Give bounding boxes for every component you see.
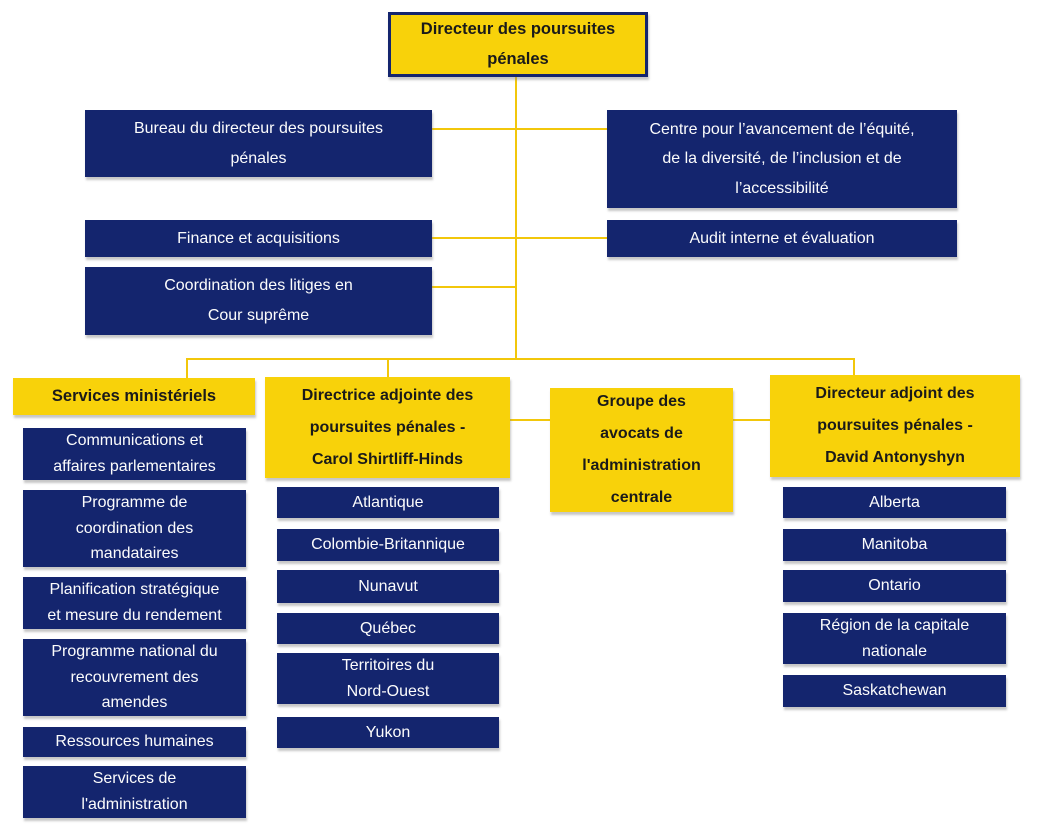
- org-node-yukon: Yukon: [277, 717, 499, 748]
- org-node-programme-national-amendes: Programme national du recouvrement des a…: [23, 639, 246, 716]
- connector-groupe-right-stub: [733, 419, 770, 421]
- connector-groupe-left-stub: [510, 419, 550, 421]
- connector-drop-directrice: [387, 358, 389, 377]
- org-node-bureau-directeur: Bureau du directeur des poursuites pénal…: [85, 110, 432, 177]
- connector-row1-horizontal: [432, 128, 607, 130]
- org-node-services-ministeriels: Services ministériels: [13, 378, 255, 415]
- connector-row3-horizontal: [432, 286, 516, 288]
- org-node-directeur-adjoint: Directeur adjoint des poursuites pénales…: [770, 375, 1020, 477]
- org-node-manitoba: Manitoba: [783, 529, 1006, 561]
- org-node-quebec: Québec: [277, 613, 499, 644]
- org-node-ressources-humaines: Ressources humaines: [23, 727, 246, 757]
- org-node-communications: Communications et affaires parlementaire…: [23, 428, 246, 480]
- connector-drop-services: [186, 358, 188, 378]
- org-node-groupe-avocats: Groupe des avocats de l'administration c…: [550, 388, 733, 512]
- org-node-services-administration: Services de l'administration: [23, 766, 246, 818]
- org-node-coordination-litiges: Coordination des litiges en Cour suprême: [85, 267, 432, 335]
- connector-branch-bus: [186, 358, 855, 360]
- org-node-territoires-nord-ouest: Territoires du Nord-Ouest: [277, 653, 499, 704]
- org-node-programme-coordination: Programme de coordination des mandataire…: [23, 490, 246, 567]
- org-node-planification-strategique: Planification stratégique et mesure du r…: [23, 577, 246, 629]
- org-node-colombie-britannique: Colombie-Britannique: [277, 529, 499, 561]
- org-node-ontario: Ontario: [783, 570, 1006, 602]
- org-node-audit-interne: Audit interne et évaluation: [607, 220, 957, 257]
- org-node-alberta: Alberta: [783, 487, 1006, 518]
- org-node-atlantique: Atlantique: [277, 487, 499, 518]
- org-node-centre-equite: Centre pour l’avancement de l’équité, de…: [607, 110, 957, 208]
- org-node-directeur-poursuites-penales: Directeur des poursuites pénales: [388, 12, 648, 77]
- org-node-saskatchewan: Saskatchewan: [783, 675, 1006, 707]
- connector-root-vertical: [515, 77, 517, 359]
- org-node-region-capitale-nationale: Région de la capitale nationale: [783, 613, 1006, 664]
- org-node-directrice-adjointe: Directrice adjointe des poursuites pénal…: [265, 377, 510, 478]
- org-node-nunavut: Nunavut: [277, 570, 499, 603]
- connector-row2-horizontal: [432, 237, 607, 239]
- org-node-finance-acquisitions: Finance et acquisitions: [85, 220, 432, 257]
- connector-drop-directeur: [853, 358, 855, 375]
